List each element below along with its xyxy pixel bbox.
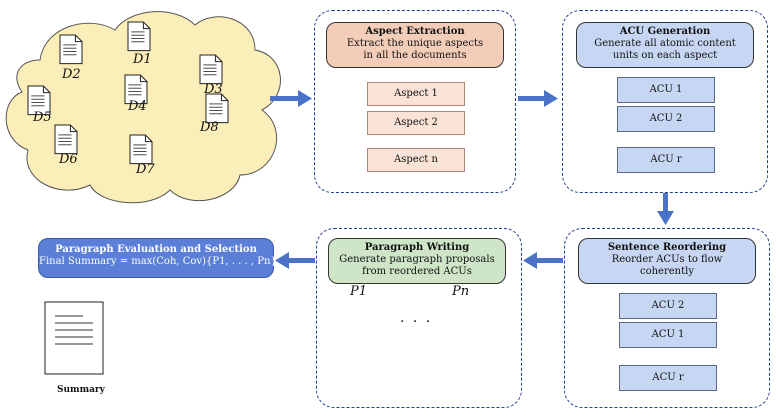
paragraph-selection-formula: Final Summary = max(Coh, Cov){P1, . . . … [39, 256, 277, 267]
aspect-item-label: Aspect n [394, 154, 438, 165]
paragraph-ellipsis: · · · [400, 314, 433, 330]
aspect-extraction-title: Aspect Extraction [365, 26, 465, 37]
aspect-extraction-line2: in all the documents [363, 50, 467, 61]
paragraph-writing-header: Paragraph Writing Generate paragraph pro… [328, 238, 506, 284]
reorder-item-1: ACU 2 [619, 293, 717, 319]
acu-item-label: ACU 2 [649, 113, 683, 124]
acu-generation-line1: Generate all atomic content [594, 38, 736, 49]
arrow-right-icon [270, 96, 300, 101]
paragraph-p1-label: P1 [350, 284, 368, 299]
aspect-extraction-line1: Extract the unique aspects [346, 38, 484, 49]
reorder-item-2: ACU 1 [619, 322, 717, 348]
paragraph-pn-label: Pn [452, 284, 470, 299]
doc-label-d5: D5 [33, 110, 52, 125]
aspect-item-label: Aspect 1 [394, 88, 438, 99]
arrow-right-icon [518, 96, 546, 101]
arrow-down-icon [663, 193, 668, 213]
paragraph-writing-title: Paragraph Writing [364, 242, 470, 253]
aspect-extraction-header: Aspect Extraction Extract the unique asp… [326, 22, 504, 68]
paragraph-selection-title: Paragraph Evaluation and Selection [55, 244, 257, 255]
reorder-item-label: ACU r [652, 372, 684, 383]
aspect-item-n: Aspect n [367, 148, 465, 172]
doc-label-d8: D8 [200, 120, 219, 135]
reorder-item-label: ACU 1 [651, 329, 685, 340]
document-icon [59, 34, 83, 65]
acu-generation-header: ACU Generation Generate all atomic conte… [576, 22, 754, 68]
acu-item-2: ACU 2 [617, 106, 715, 132]
sentence-reordering-line2: coherently [640, 266, 694, 277]
reorder-item-label: ACU 2 [651, 300, 685, 311]
arrow-left-icon [287, 258, 315, 263]
doc-label-d7: D7 [136, 162, 155, 177]
sentence-reordering-header: Sentence Reordering Reorder ACUs to flow… [578, 238, 756, 284]
document-icon [205, 93, 229, 124]
aspect-item-2: Aspect 2 [367, 111, 465, 135]
document-icon [199, 54, 223, 85]
acu-item-1: ACU 1 [617, 77, 715, 103]
reorder-item-r: ACU r [619, 365, 717, 391]
paragraph-selection-header: Paragraph Evaluation and Selection Final… [38, 238, 277, 278]
aspect-item-1: Aspect 1 [367, 82, 465, 106]
document-icon [54, 124, 78, 155]
summary-label: Summary [57, 385, 105, 395]
doc-label-d3: D3 [204, 82, 223, 97]
doc-label-d1: D1 [133, 52, 152, 67]
sentence-reordering-line1: Reorder ACUs to flow [611, 254, 723, 265]
acu-item-label: ACU 1 [649, 84, 683, 95]
acu-generation-line2: units on each aspect [612, 50, 718, 61]
paragraph-writing-line1: Generate paragraph proposals [339, 254, 495, 265]
doc-label-d4: D4 [128, 99, 147, 114]
doc-label-d2: D2 [62, 67, 81, 82]
acu-item-r: ACU r [617, 147, 715, 173]
document-icon [127, 21, 151, 52]
acu-item-label: ACU r [650, 154, 682, 165]
doc-label-d6: D6 [59, 152, 78, 167]
document-icon [129, 134, 153, 165]
arrow-left-icon [535, 258, 563, 263]
sentence-reordering-title: Sentence Reordering [607, 242, 727, 253]
acu-generation-title: ACU Generation [619, 26, 711, 37]
paragraph-writing-line2: from reordered ACUs [362, 266, 472, 277]
aspect-item-label: Aspect 2 [394, 117, 438, 128]
document-icon [44, 301, 104, 375]
